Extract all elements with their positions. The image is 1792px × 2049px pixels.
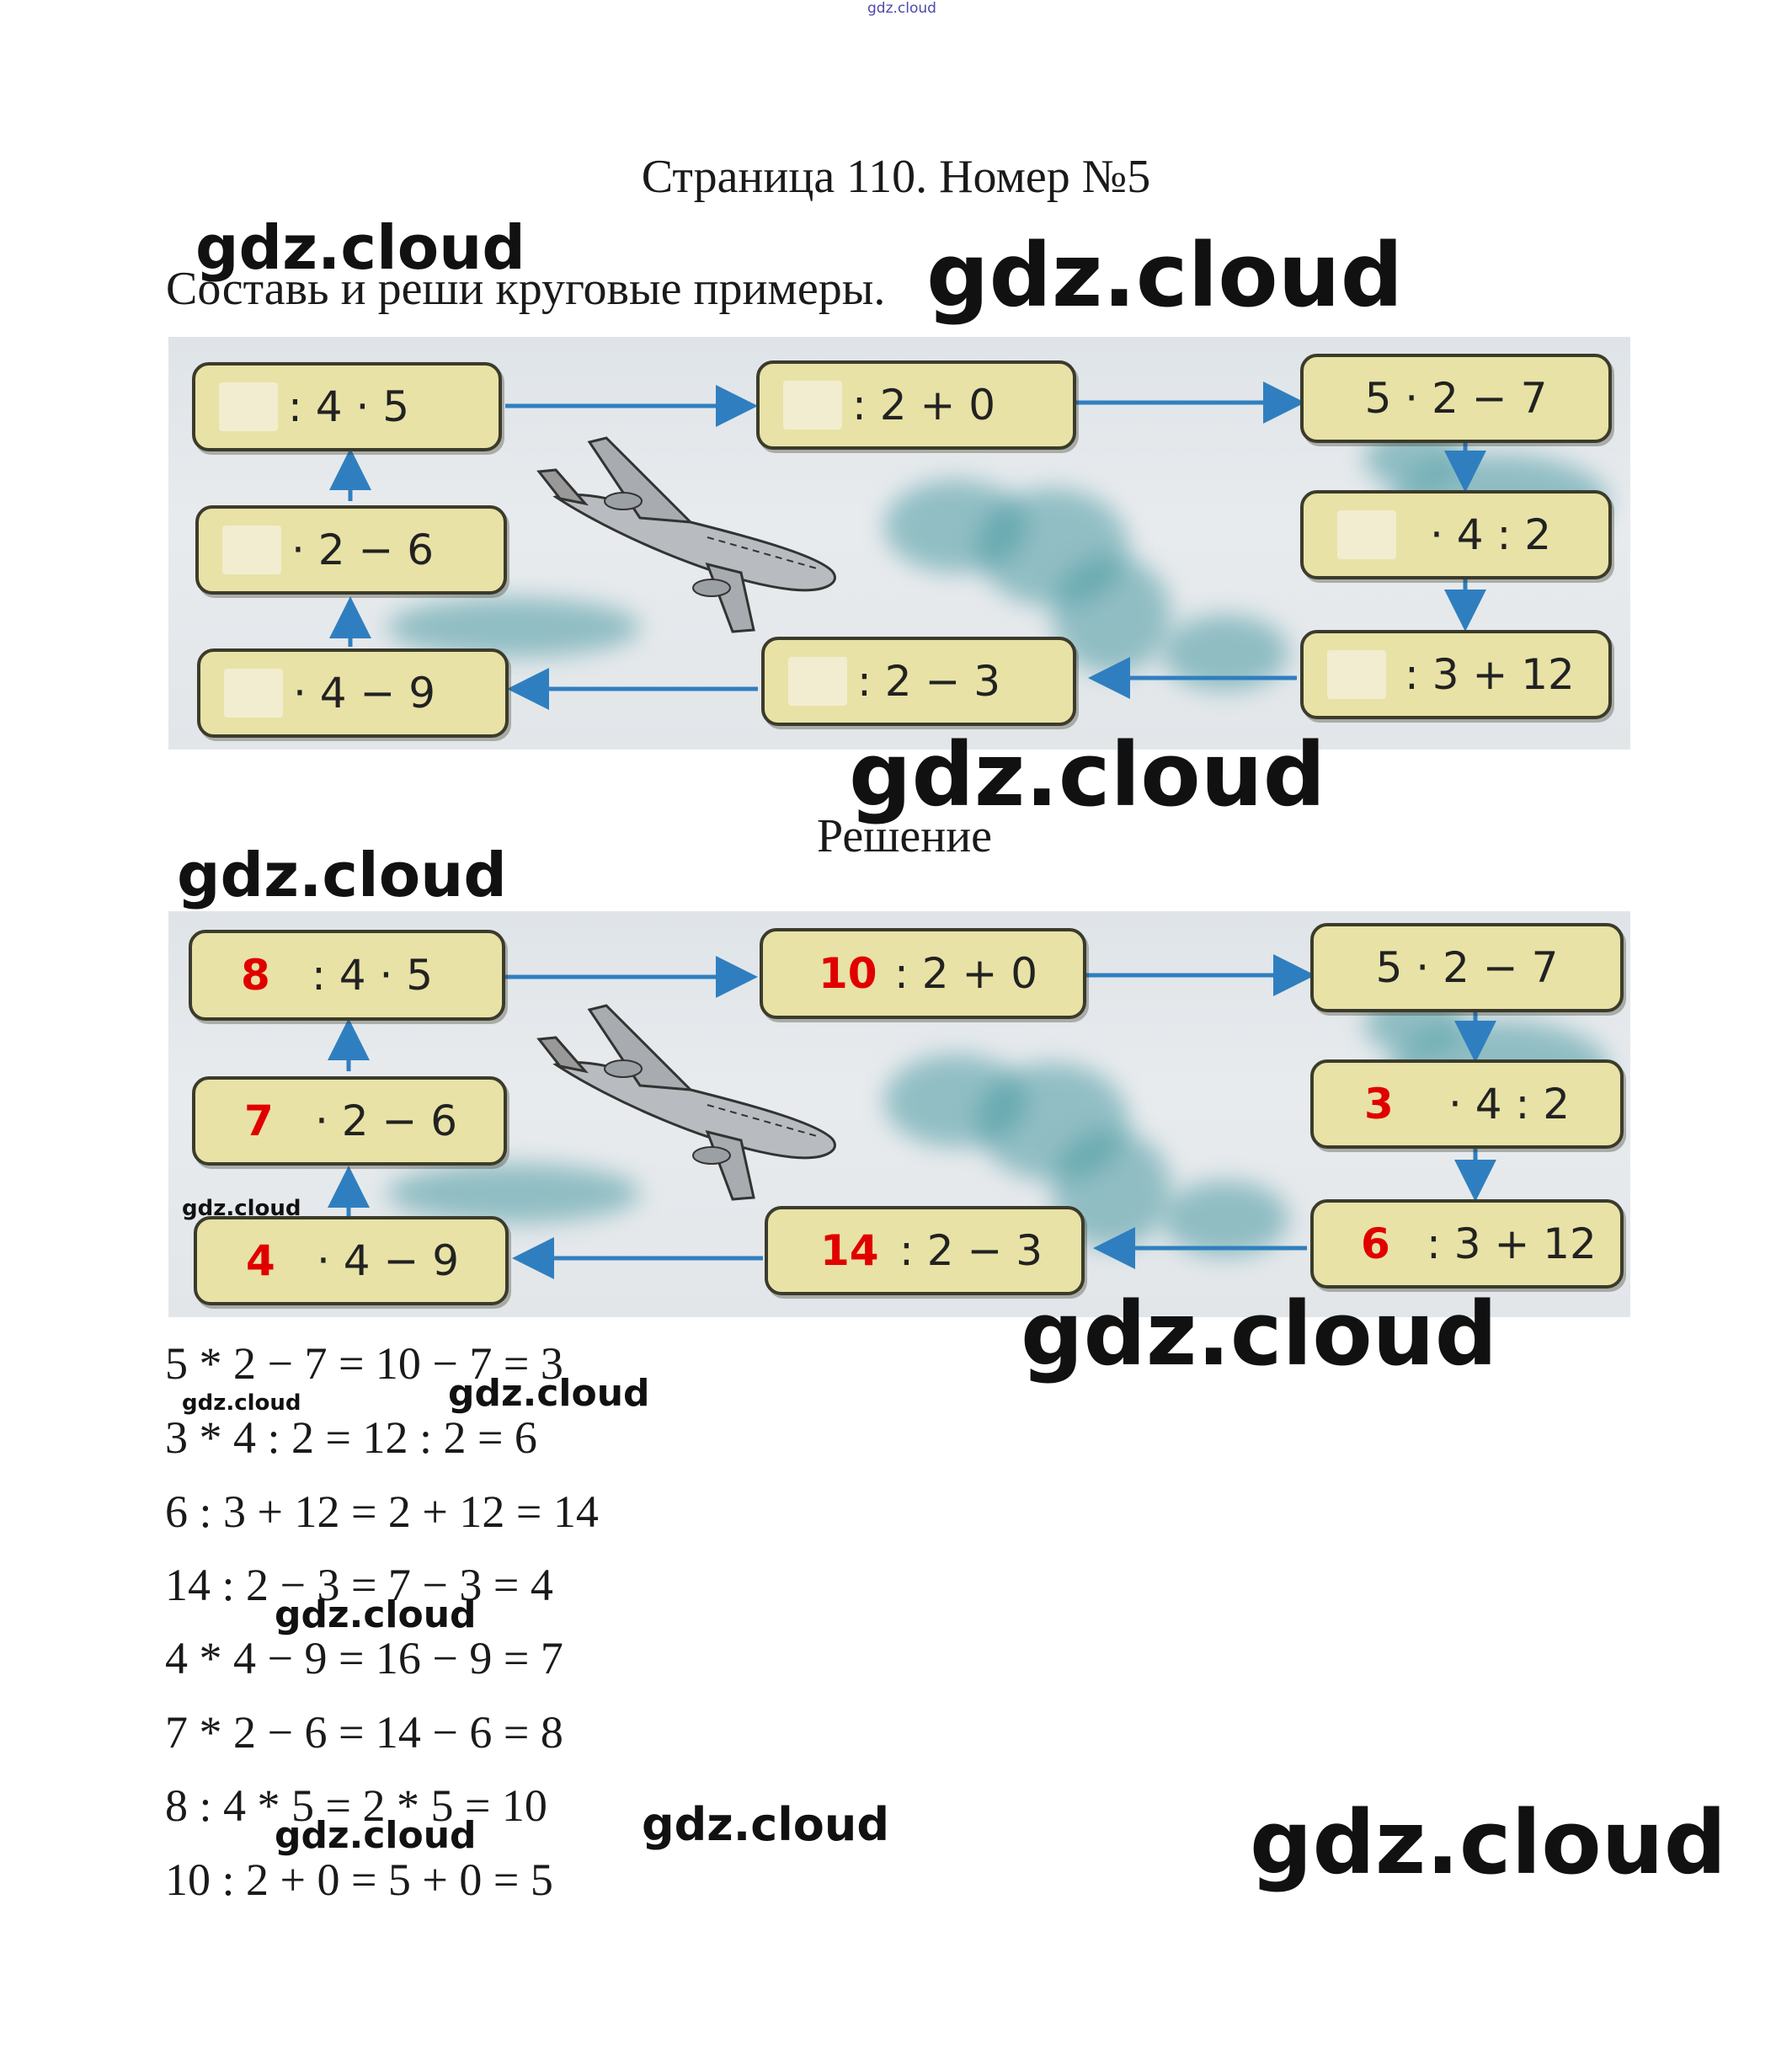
puzzle-box: · 2 − 6: [195, 505, 507, 595]
box-answer: 7: [244, 1097, 303, 1145]
puzzle-image-task: : 4 · 5 : 2 + 0 5 · 2 − 7 · 4 : 2 : 3 + …: [168, 337, 1630, 750]
watermark-top: gdz.cloud: [867, 2, 936, 16]
box-answer: 14: [820, 1226, 888, 1275]
puzzle-box: : 2 + 0: [756, 360, 1076, 450]
puzzle-box: : 3 + 12: [1300, 630, 1612, 719]
box-expression: : 4 · 5: [288, 382, 409, 431]
puzzle-box: 7· 2 − 6: [192, 1076, 507, 1166]
box-expression: : 4 · 5: [312, 951, 433, 1000]
equation-line: 10 : 2 + 0 = 5 + 0 = 5: [165, 1857, 553, 1902]
answer-slot: [224, 669, 283, 718]
solution-label: Решение: [817, 813, 992, 860]
watermark: gdz.cloud: [448, 1375, 650, 1412]
watermark: gdz.cloud: [177, 845, 507, 905]
box-expression: : 2 − 3: [899, 1226, 1043, 1275]
box-expression: 5 · 2 − 7: [1314, 943, 1620, 992]
box-expression: : 3 + 12: [1427, 1219, 1597, 1268]
puzzle-box: 3 · 4 : 2: [1310, 1059, 1624, 1149]
watermark: gdz.cloud: [849, 731, 1325, 819]
watermark: gdz.cloud: [275, 1817, 477, 1854]
equation-line: 6 : 3 + 12 = 2 + 12 = 14: [165, 1489, 599, 1534]
box-answer: 4: [246, 1236, 305, 1285]
answer-slot: [219, 382, 278, 431]
box-expression: · 4 : 2: [1448, 1080, 1570, 1129]
box-expression: : 3 + 12: [1405, 650, 1575, 699]
equation-line: 7 * 2 − 6 = 14 − 6 = 8: [165, 1710, 563, 1755]
answer-slot: [783, 381, 842, 430]
box-answer: 6: [1361, 1219, 1420, 1268]
puzzle-box: 8: 4 · 5: [189, 930, 505, 1021]
answer-slot: [788, 657, 847, 706]
box-expression: · 4 − 9: [317, 1236, 459, 1285]
equation-line: 3 * 4 : 2 = 12 : 2 = 6: [165, 1415, 537, 1460]
airplane-icon: [539, 438, 835, 632]
watermark: gdz.cloud: [1021, 1290, 1497, 1378]
watermark: gdz.cloud: [1250, 1799, 1726, 1886]
box-expression: : 2 + 0: [852, 381, 995, 430]
watermark: gdz.cloud: [642, 1802, 889, 1848]
task-text: Составь и реши круговые примеры.: [166, 265, 885, 312]
airplane-icon: [539, 1006, 835, 1199]
puzzle-image-solution: 8: 4 · 5 10: 2 + 0 5 · 2 − 7 3 · 4 : 2 6:…: [168, 911, 1630, 1317]
watermark: gdz.cloud: [182, 1392, 301, 1414]
puzzle-box: 4· 4 − 9: [194, 1216, 509, 1305]
equation-line: 4 * 4 − 9 = 16 − 9 = 7: [165, 1635, 563, 1681]
box-answer: 3: [1364, 1080, 1423, 1129]
puzzle-box: 6: 3 + 12: [1310, 1199, 1624, 1289]
puzzle-box: : 2 − 3: [761, 637, 1076, 726]
box-expression: · 2 − 6: [315, 1097, 457, 1145]
puzzle-box: 5 · 2 − 7: [1310, 923, 1624, 1012]
puzzle-box: 5 · 2 − 7: [1300, 354, 1612, 443]
answer-slot: [222, 526, 281, 574]
box-expression: : 2 − 3: [857, 657, 1000, 706]
box-answer: 10: [819, 949, 883, 998]
puzzle-box: 10: 2 + 0: [760, 928, 1086, 1019]
puzzle-box: · 4 : 2: [1300, 490, 1612, 579]
box-expression: · 2 − 6: [291, 526, 434, 574]
box-expression: · 4 : 2: [1430, 510, 1551, 559]
answer-slot: [1337, 510, 1396, 559]
puzzle-box: : 4 · 5: [192, 362, 502, 451]
box-answer: 8: [241, 951, 300, 1000]
page-title: Страница 110. Номер №5: [0, 153, 1792, 200]
box-expression: : 2 + 0: [894, 949, 1037, 998]
box-expression: · 4 − 9: [293, 669, 435, 718]
watermark: gdz.cloud: [182, 1198, 301, 1219]
answer-slot: [1327, 650, 1386, 699]
watermark: gdz.cloud: [275, 1597, 477, 1634]
puzzle-box: · 4 − 9: [197, 648, 509, 738]
watermark: gdz.cloud: [926, 232, 1403, 319]
box-expression: 5 · 2 − 7: [1304, 374, 1608, 423]
